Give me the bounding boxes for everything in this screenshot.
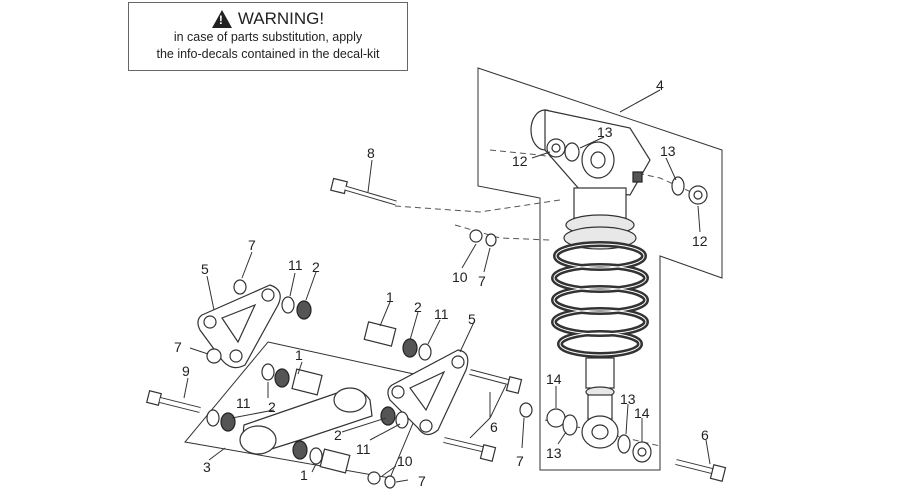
callout-13: 13	[660, 143, 676, 159]
callout-10: 10	[397, 453, 413, 469]
callout-13: 13	[620, 391, 636, 407]
bolt-9	[145, 389, 201, 413]
callout-7: 7	[516, 453, 524, 469]
callout-1: 1	[300, 467, 308, 483]
callout-2: 2	[268, 399, 276, 415]
callout-7: 7	[174, 339, 182, 355]
linkage-bushings	[206, 363, 409, 474]
callout-13: 13	[546, 445, 562, 461]
callout-9: 9	[182, 363, 190, 379]
rocker-left-bushings	[281, 296, 312, 320]
callout-14: 14	[546, 371, 562, 387]
callout-7: 7	[418, 473, 426, 489]
callout-6: 6	[490, 419, 498, 435]
linkage-arm	[239, 387, 373, 455]
callout-2: 2	[334, 427, 342, 443]
callout-12: 12	[692, 233, 708, 249]
shock-small-parts	[469, 138, 708, 463]
warning-box: ! WARNING! in case of parts substitution…	[128, 2, 408, 71]
axis-line-mid	[454, 224, 551, 241]
callout-6: 6	[701, 427, 709, 443]
callout-8: 8	[367, 145, 375, 161]
callout-13: 13	[597, 124, 613, 140]
callout-7: 7	[478, 273, 486, 289]
warning-line-2: the info-decals contained in the decal-k…	[156, 47, 380, 61]
callout-2: 2	[414, 299, 422, 315]
callout-labels: 4 13 12 13 12 8 10 7 7 5 11 2 7 9 1 11 2…	[174, 77, 709, 489]
rocker-plate-right	[387, 349, 469, 436]
rocker-plate-left	[197, 279, 281, 369]
bolts-6-middle	[443, 369, 523, 462]
bolt-8	[330, 177, 397, 206]
callout-5: 5	[468, 311, 476, 327]
callout-11: 11	[434, 306, 449, 322]
callout-12: 12	[512, 153, 528, 169]
warning-title: WARNING!	[237, 9, 325, 28]
callout-4: 4	[656, 77, 664, 93]
callout-3: 3	[203, 459, 211, 475]
callout-11: 11	[356, 441, 371, 457]
callout-1: 1	[295, 347, 303, 363]
callout-5: 5	[201, 261, 209, 277]
warning-line-1: in case of parts substitution, apply	[173, 30, 363, 44]
axis-line-bolt8	[394, 199, 561, 213]
callout-1: 1	[386, 289, 394, 305]
callout-14: 14	[634, 405, 650, 421]
shock-absorber	[530, 109, 651, 449]
callout-10: 10	[452, 269, 468, 285]
shock-group-outline	[477, 67, 723, 471]
callout-11: 11	[236, 395, 251, 411]
callout-11: 11	[288, 257, 303, 273]
warning-triangle-icon: !	[211, 10, 232, 28]
callout-2: 2	[312, 259, 320, 275]
centre-bushings	[363, 321, 432, 361]
loose-washers	[367, 402, 533, 489]
leader-lines	[183, 89, 711, 483]
bolt-6-right	[675, 459, 727, 482]
callout-7: 7	[248, 237, 256, 253]
